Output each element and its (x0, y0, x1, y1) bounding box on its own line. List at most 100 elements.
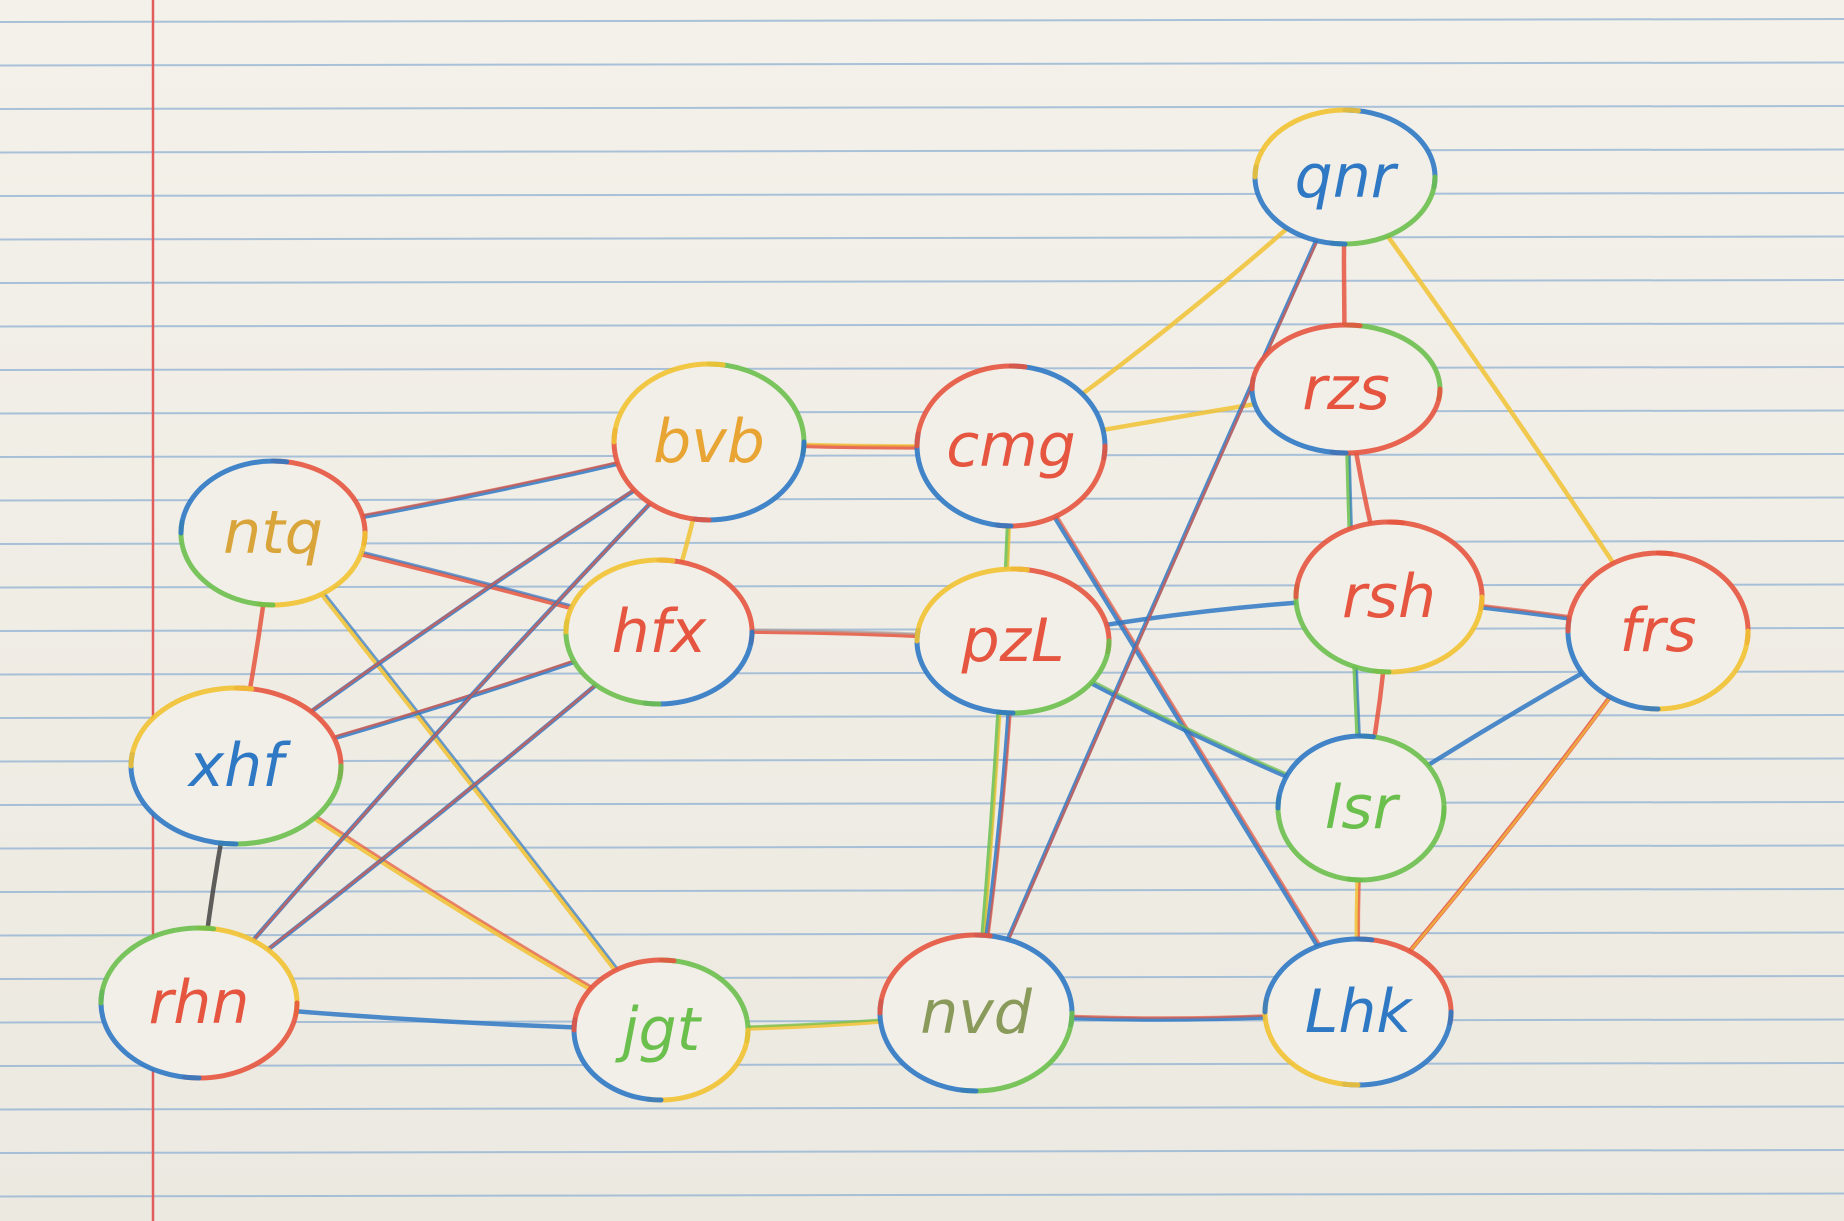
ruled-line (0, 279, 1844, 284)
node-rzs-label: rzs (1302, 354, 1389, 424)
node-pzl-outline (914, 566, 1030, 644)
node-ntq-label: ntq (223, 498, 323, 568)
node-nvd-outline (877, 932, 993, 1016)
node-hfx-outline (563, 618, 662, 707)
node-rzs-outline (1343, 322, 1443, 402)
node-lhk-outline (1262, 936, 1375, 1015)
node-cmg-outline (914, 431, 1014, 529)
node-cmg-outline (1008, 363, 1108, 461)
node-qnr: qnr (1252, 107, 1438, 247)
node-rhn: rhn (98, 925, 300, 1081)
ruled-line (0, 18, 1844, 23)
node-lhk-outline (1262, 998, 1361, 1088)
node-rsh-outline (1386, 519, 1485, 611)
node-rsh-label: rsh (1342, 562, 1436, 632)
node-nvd-outline (877, 998, 979, 1094)
node-pzl-fill (917, 569, 1109, 713)
node-ntq: ntq (178, 458, 368, 608)
node-qnr-fill (1255, 110, 1435, 244)
node-frs-outline (1565, 616, 1661, 712)
node-rhn-outline (98, 989, 202, 1081)
node-lhk-outline (1341, 1009, 1454, 1088)
node-pzl: pzL (914, 566, 1112, 716)
node-jgt: jgt (571, 957, 751, 1103)
ruled-line (0, 61, 1844, 67)
node-pzl-label: pzL (960, 606, 1064, 676)
node-bvb-outline (611, 361, 726, 445)
node-jgt-outline (571, 1017, 664, 1103)
node-frs-outline (1655, 550, 1751, 646)
node-pzl-outline (1010, 566, 1112, 655)
node-cmg-outline (914, 363, 1028, 449)
node-jgt-outline (658, 957, 751, 1043)
node-rzs-outline (1249, 322, 1363, 392)
edge-ntq-jgt (273, 529, 665, 1030)
ruled-line (0, 888, 1844, 893)
node-hfx: hfx (563, 557, 755, 707)
edge-nvd-qnr (976, 173, 1349, 1013)
edge-ntq-jgt (270, 530, 664, 1033)
node-xhf-outline (128, 685, 255, 769)
node-rsh-fill (1296, 522, 1482, 672)
ruled-line (0, 322, 1844, 328)
node-cmg-fill (917, 366, 1105, 526)
node-rzs-outline (1249, 376, 1349, 456)
node-lsr: lsr (1275, 733, 1447, 883)
node-hfx-label: hfx (612, 597, 707, 667)
node-frs: frs (1565, 550, 1751, 712)
node-rsh-outline (1372, 594, 1485, 675)
node-ntq-outline (178, 458, 290, 536)
node-hfx-outline (656, 557, 755, 646)
ruled-line (0, 366, 1844, 371)
node-rhn-outline (196, 925, 300, 1017)
node-rhn-outline (98, 925, 217, 1006)
node-rzs-outline (1329, 386, 1443, 456)
ruled-line (0, 1149, 1844, 1154)
node-rhn-fill (101, 928, 297, 1078)
node-xhf-outline (217, 763, 344, 847)
node-frs-outline (1642, 628, 1751, 712)
node-frs-label: frs (1619, 596, 1696, 666)
node-nvd: nvd (877, 932, 1075, 1094)
ruled-line (0, 931, 1844, 937)
ruled-line (0, 192, 1844, 197)
node-lhk-outline (1355, 936, 1454, 1026)
node-cmg-outline (994, 443, 1108, 529)
node-qnr-outline (1252, 107, 1361, 180)
node-ntq-outline (270, 458, 368, 547)
ruled-line (0, 148, 1844, 154)
node-jgt-outline (645, 1027, 751, 1103)
node-rhn-outline (181, 1000, 300, 1081)
node-pzl-outline (996, 638, 1112, 716)
node-qnr-outline (1329, 174, 1438, 247)
node-ntq-fill (181, 461, 365, 605)
node-rzs-fill (1252, 325, 1440, 453)
node-cmg: cmg (914, 363, 1108, 529)
node-xhf-label: xhf (187, 731, 292, 801)
node-rsh-outline (1293, 519, 1406, 600)
node-ntq-outline (256, 530, 368, 608)
node-rhn-label: rhn (149, 968, 250, 1038)
node-bvb-outline (706, 361, 807, 457)
node-jgt-fill (574, 960, 748, 1100)
node-ntq-outline (178, 519, 276, 608)
node-frs-fill (1568, 553, 1748, 709)
node-lsr-outline (1275, 794, 1364, 883)
node-nvd-outline (959, 1010, 1075, 1094)
node-rsh: rsh (1293, 519, 1485, 675)
node-lhk: Lhk (1262, 936, 1454, 1088)
node-lsr-outline (1358, 733, 1447, 822)
node-bvb-outline (611, 427, 712, 523)
node-qnr-outline (1342, 107, 1438, 190)
ruled-line (0, 105, 1844, 110)
node-bvb: bvb (611, 361, 807, 523)
ruled-line (0, 409, 1844, 415)
node-xhf-fill (131, 688, 341, 844)
node-hfx-outline (642, 629, 755, 707)
node-qnr-label: qnr (1295, 142, 1399, 212)
node-xhf: xhf (128, 685, 344, 847)
node-jgt-outline (571, 957, 677, 1033)
node-bvb-label: bvb (653, 407, 765, 477)
node-qnr-outline (1252, 164, 1348, 247)
ruled-line (0, 670, 1844, 676)
